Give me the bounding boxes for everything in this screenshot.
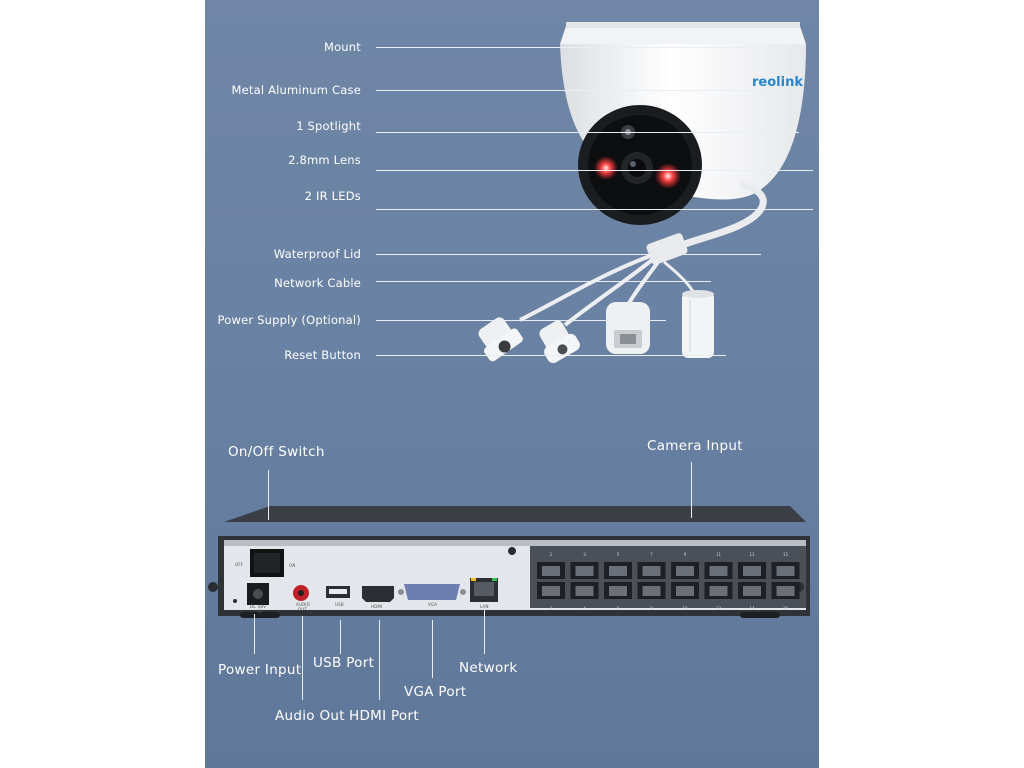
panel-text-out: OUT	[298, 607, 308, 612]
label-vga-port: VGA Port	[404, 684, 467, 700]
label-ir-leds: 2 IR LEDs	[304, 189, 361, 203]
rj45-connector	[606, 302, 650, 354]
ethernet-port-socket	[709, 586, 728, 596]
ir-led-right	[655, 163, 681, 189]
port-number-label: 16	[783, 606, 789, 611]
port-number-label: 14	[749, 606, 755, 611]
leader-line	[691, 462, 692, 518]
ethernet-port-socket	[575, 566, 594, 576]
diagram-background: reolink	[205, 0, 819, 768]
panel-text-hdmi: HDMI	[371, 604, 383, 609]
label-usb-port: USB Port	[313, 655, 375, 671]
port-number-label: 6	[617, 606, 620, 611]
leader-line	[376, 209, 813, 210]
panel-text-on: ON	[289, 563, 296, 568]
leader-line	[379, 620, 380, 700]
label-spotlight: 1 Spotlight	[296, 119, 361, 133]
ethernet-port-socket	[776, 566, 795, 576]
leader-line	[376, 90, 766, 91]
leader-line	[254, 614, 255, 654]
ethernet-port-socket	[609, 586, 627, 596]
label-power-supply: Power Supply (Optional)	[217, 313, 361, 327]
power-connector	[478, 317, 523, 362]
port-number-label: 3	[583, 552, 586, 557]
vga-port	[404, 584, 460, 600]
ethernet-port-socket	[709, 566, 728, 576]
leader-line	[484, 608, 485, 654]
reset-connector	[539, 320, 580, 364]
ethernet-port-socket	[642, 566, 661, 576]
port-number-label: 12	[716, 606, 722, 611]
label-lens: 2.8mm Lens	[288, 153, 361, 167]
port-number-label: 15	[783, 552, 789, 557]
leader-line	[340, 620, 341, 654]
panel-text-usb: USB	[335, 602, 344, 607]
ethernet-port-socket	[743, 586, 761, 596]
label-hdmi-port: HDMI Port	[349, 708, 419, 724]
camera-mount	[560, 26, 806, 44]
ir-led-left	[594, 156, 618, 180]
label-reset-button: Reset Button	[284, 348, 361, 362]
label-audio-out: Audio Out	[275, 708, 345, 724]
ethernet-port-socket	[676, 586, 694, 596]
port-number-label: 11	[716, 552, 722, 557]
port-number-label: 10	[682, 606, 688, 611]
leader-line	[376, 132, 799, 133]
panel-text-off: OFF	[235, 562, 244, 567]
panel-text-vga: VGA	[428, 602, 438, 607]
dome-camera: reolink	[478, 22, 806, 364]
leader-line	[376, 170, 813, 171]
label-metal-aluminum-case: Metal Aluminum Case	[231, 83, 361, 97]
panel-text-audio: AUDIO	[296, 602, 311, 607]
leader-line	[376, 355, 726, 356]
ethernet-port-socket	[676, 566, 694, 576]
waterproof-lid	[682, 290, 714, 358]
ethernet-port-socket	[743, 566, 761, 576]
label-network: Network	[459, 660, 518, 676]
leader-line	[432, 620, 433, 678]
ethernet-port-socket	[642, 586, 661, 596]
panel-text-in: IN	[257, 609, 262, 614]
ethernet-port-socket	[575, 586, 594, 596]
leader-line	[376, 47, 766, 48]
leader-line	[376, 320, 666, 321]
camera-cable	[663, 181, 767, 256]
ethernet-port-socket	[609, 566, 627, 576]
panel-text-lan: LAN	[480, 604, 489, 609]
label-power-input: Power Input	[218, 662, 302, 678]
label-mount: Mount	[323, 40, 361, 54]
label-network-cable: Network Cable	[274, 276, 361, 290]
panel-text-dc: DC 48V	[250, 604, 267, 609]
leader-line	[268, 470, 269, 520]
label-camera-input: Camera Input	[647, 438, 743, 454]
leader-line	[302, 616, 303, 700]
hdmi-port	[362, 586, 394, 602]
nvr-top	[224, 506, 806, 522]
label-waterproof-lid: Waterproof Lid	[273, 247, 361, 261]
port-number-label: 7	[650, 552, 653, 557]
leader-line	[376, 254, 761, 255]
port-number-label: 5	[617, 552, 620, 557]
brand-logo: reolink	[752, 75, 803, 90]
ethernet-port-socket	[542, 586, 560, 596]
ethernet-port-socket	[542, 566, 560, 576]
port-number-label: 4	[583, 606, 586, 611]
label-on-off-switch: On/Off Switch	[228, 444, 325, 460]
ethernet-port-socket	[776, 586, 795, 596]
port-number-label: 2	[550, 606, 553, 611]
port-number-label: 13	[749, 552, 755, 557]
leader-line	[376, 281, 711, 282]
port-number-label: 8	[650, 606, 653, 611]
port-number-label: 9	[684, 552, 687, 557]
port-number-label: 1	[550, 552, 553, 557]
